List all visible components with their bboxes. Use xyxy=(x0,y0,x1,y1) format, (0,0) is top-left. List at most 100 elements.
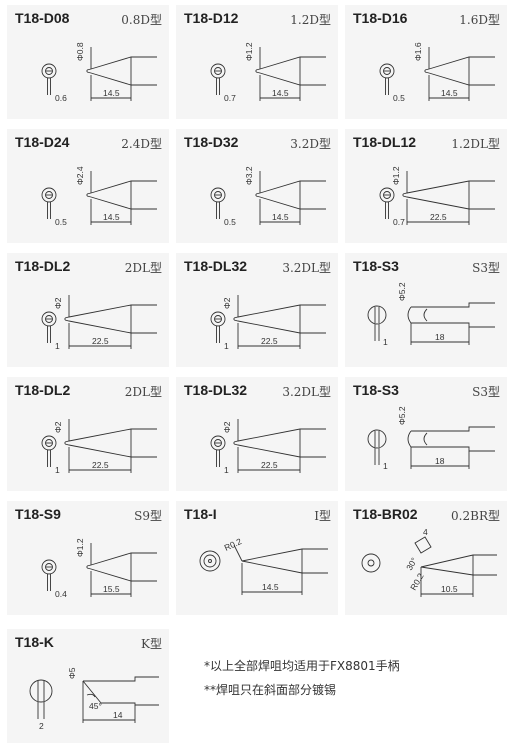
diameter-dimension: Φ2.4 xyxy=(75,166,85,185)
length-dimension: 22.5 xyxy=(261,336,278,346)
tip-side-view xyxy=(411,426,495,432)
face-width-dimension: 0.7 xyxy=(224,93,236,103)
tip-side-view xyxy=(241,548,328,562)
tip-type-label: 1.2D型 xyxy=(290,13,331,27)
length-dimension: 14.5 xyxy=(441,88,458,98)
face-width-dimension: 1 xyxy=(224,341,229,351)
tip-side-view xyxy=(420,554,497,568)
tip-drawing: 14.5Φ3.20.5 xyxy=(210,166,326,227)
tip-card: T18-DL2 2DL型 22.5 Φ2 1 xyxy=(7,253,169,367)
radius-dimension: R0.2 xyxy=(223,536,244,553)
length-dimension: 22.5 xyxy=(92,460,109,470)
tip-type-label: 3.2DL型 xyxy=(282,385,331,399)
tip-model-name: T18-BR02 xyxy=(353,506,418,522)
diameter-dimension: Φ3.2 xyxy=(244,166,254,185)
diameter-dimension: Φ2 xyxy=(53,297,63,309)
tip-type-label: 2DL型 xyxy=(124,261,162,275)
diameter-dimension: Φ5.2 xyxy=(397,282,407,301)
tip-drawing: 18 Φ5.2 1 xyxy=(367,282,495,347)
length-dimension: 14.5 xyxy=(272,212,289,222)
length-dimension: 14 xyxy=(113,710,123,720)
face-width-dimension: 1 xyxy=(55,341,60,351)
notes-panel: *以上全部焊咀均适用于FX8801手柄 **焊咀只在斜面部分镀锡 xyxy=(174,629,512,743)
tip-end-view xyxy=(210,435,226,451)
face-width-dimension: 0.7 xyxy=(393,217,405,227)
face-width-dimension: 0.5 xyxy=(393,93,405,103)
tip-side-view xyxy=(83,676,159,682)
tip-end-view xyxy=(361,553,381,573)
tip-drawing: 14.5R0.2 xyxy=(199,536,328,595)
tip-side-view xyxy=(402,180,495,195)
length-dimension: 14.5 xyxy=(103,212,120,222)
tip-end-view xyxy=(199,550,221,572)
tip-model-name: T18-DL2 xyxy=(15,258,71,274)
diameter-dimension: Φ0.8 xyxy=(75,42,85,61)
tip-model-name: T18-D16 xyxy=(353,10,408,26)
tip-type-label: 0.8D型 xyxy=(121,13,162,27)
tip-side-view xyxy=(64,428,157,443)
tip-type-label: 1.2DL型 xyxy=(451,137,500,151)
angle-dimension: 45° xyxy=(89,701,102,711)
tip-end-view xyxy=(41,559,57,575)
tip-card: T18-S3 S3型 18 Φ5.2 1 xyxy=(345,253,507,367)
diameter-dimension: Φ1.2 xyxy=(244,42,254,61)
tip-side-view xyxy=(255,56,326,71)
length-dimension: 22.5 xyxy=(92,336,109,346)
tip-side-view xyxy=(255,180,326,195)
tip-model-name: T18-DL32 xyxy=(184,258,248,274)
face-width-dimension: 0.4 xyxy=(55,589,67,599)
face-width-dimension: 2 xyxy=(39,721,44,731)
tip-type-label: 2.4D型 xyxy=(121,137,162,151)
length-dimension: 14.5 xyxy=(103,88,120,98)
face-width-dimension: 1 xyxy=(383,337,388,347)
tip-drawing: 22.5 Φ2 1 xyxy=(41,295,157,351)
tip-type-label: 3.2D型 xyxy=(290,137,331,151)
tip-model-name: T18-DL12 xyxy=(353,134,417,150)
diameter-dimension: Φ1.2 xyxy=(391,166,401,185)
tip-drawing: 14.5Φ2.40.5 xyxy=(41,166,157,227)
tip-side-view xyxy=(411,302,495,308)
tip-model-name: T18-S9 xyxy=(15,506,61,522)
tip-end-view xyxy=(41,63,57,79)
tip-type-label: I型 xyxy=(314,509,331,523)
tip-end-view xyxy=(210,187,226,203)
length-dimension: 22.5 xyxy=(261,460,278,470)
tip-end-view xyxy=(41,435,57,451)
diameter-dimension: Φ1.2 xyxy=(75,538,85,557)
tip-type-label: S3型 xyxy=(472,261,500,275)
face-width-dimension: 1 xyxy=(55,465,60,475)
tip-model-name: T18-S3 xyxy=(353,258,399,274)
tip-drawing: 14.5Φ1.60.5 xyxy=(379,42,495,103)
tip-side-view xyxy=(233,428,326,443)
tip-model-name: T18-I xyxy=(184,506,217,522)
tip-model-name: T18-DL32 xyxy=(184,382,248,398)
tip-type-label: S9型 xyxy=(134,509,162,523)
tip-model-name: T18-S3 xyxy=(353,382,399,398)
tip-model-name: T18-D24 xyxy=(15,134,70,150)
note-tinning: **焊咀只在斜面部分镀锡 xyxy=(204,683,337,697)
length-dimension: 18 xyxy=(435,332,445,342)
tip-side-view xyxy=(86,180,157,195)
radius-dimension: R0.2 xyxy=(408,571,426,592)
tip-end-view xyxy=(367,305,387,325)
tip-end-view xyxy=(210,63,226,79)
tip-model-name: T18-DL2 xyxy=(15,382,71,398)
face-width-dimension: 1 xyxy=(383,461,388,471)
tip-end-view xyxy=(210,311,226,327)
tip-model-name: T18-D12 xyxy=(184,10,239,26)
tip-drawing: 15.5Φ1.20.4 xyxy=(41,538,157,599)
tip-side-view xyxy=(233,304,326,319)
tip-end-view xyxy=(41,311,57,327)
